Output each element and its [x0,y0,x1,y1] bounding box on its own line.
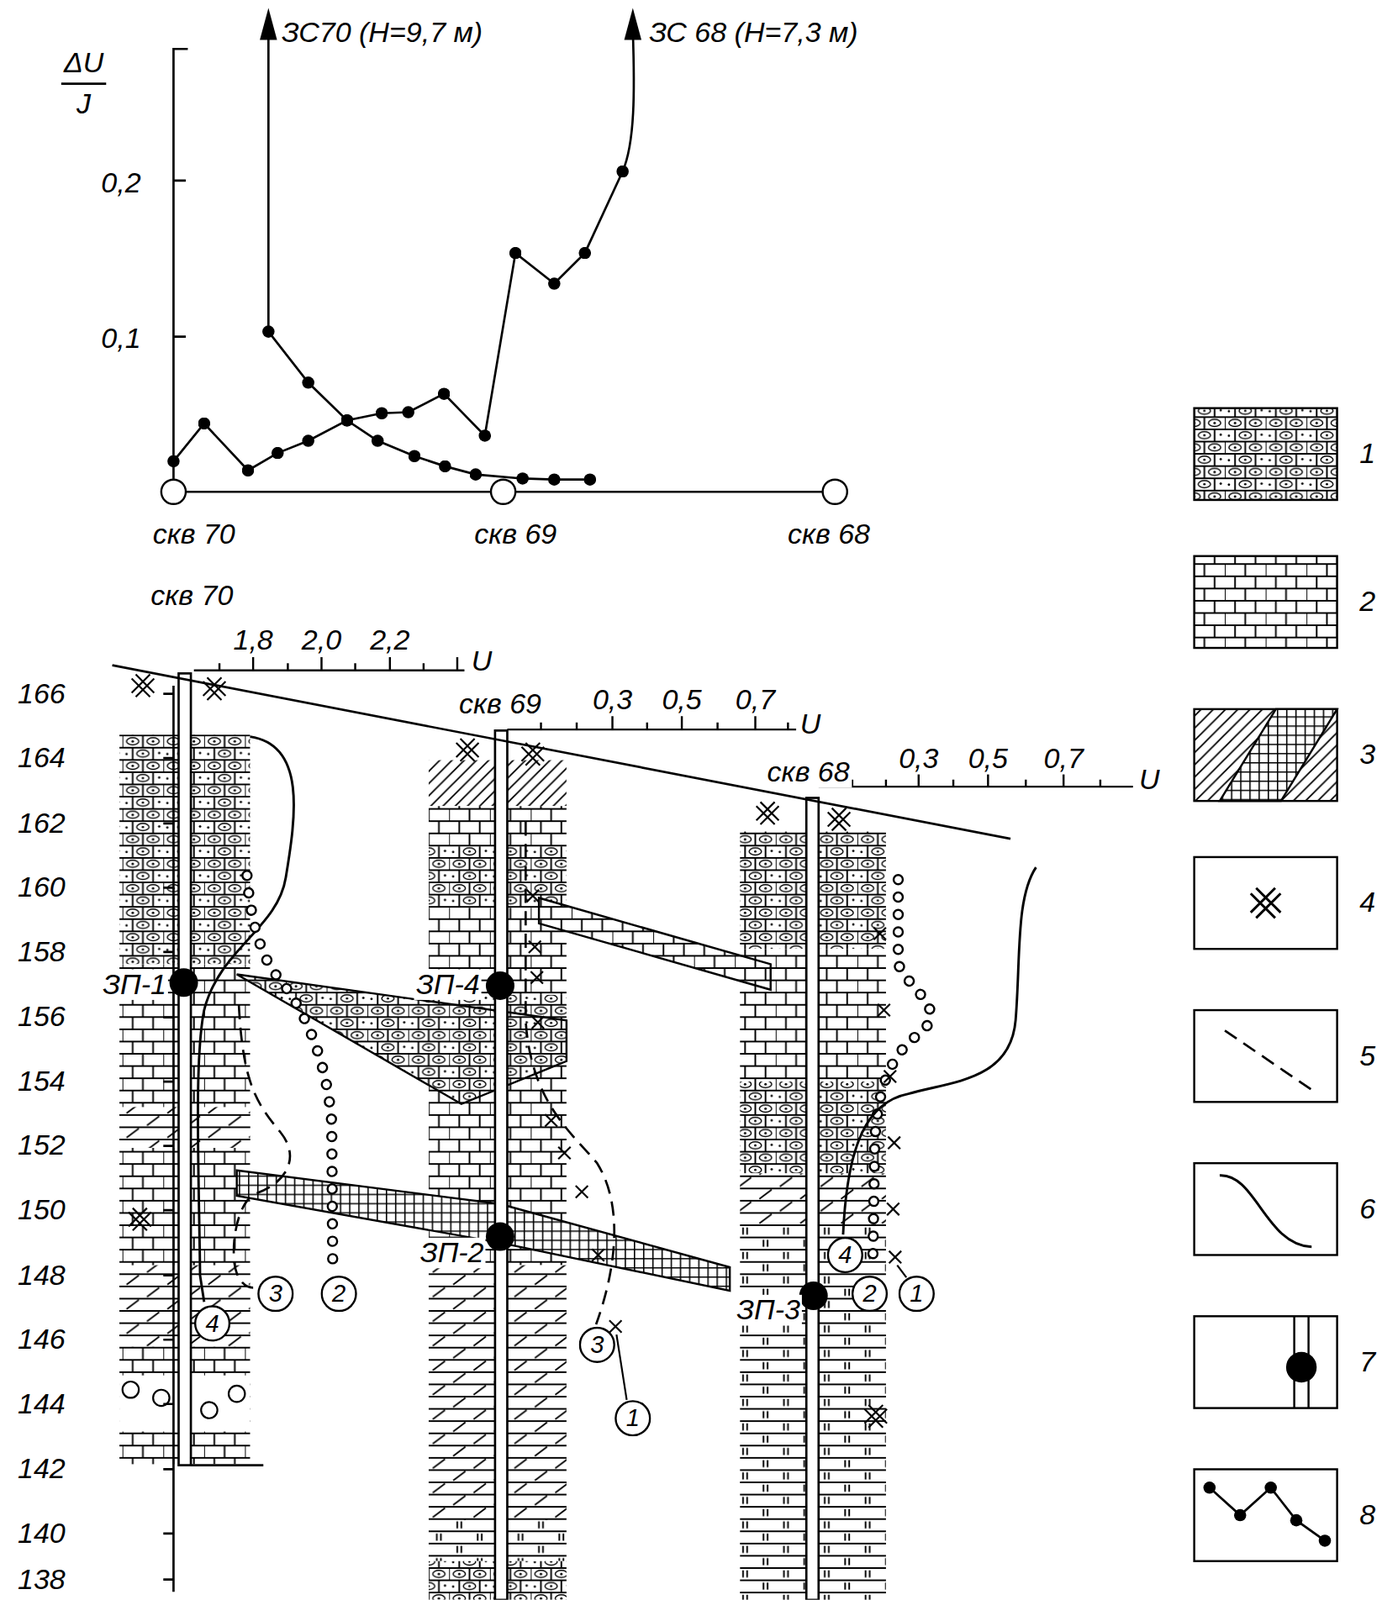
well-label: скв 70 [148,580,236,612]
legend-number: 5 [1357,1040,1378,1071]
tick-label: 0,2 [99,168,143,199]
scale-label: 1,8 [231,625,275,656]
legend-number: 1 [1357,438,1378,470]
callout-number: 2 [320,1276,358,1314]
scale-label: 0,5 [965,743,1010,775]
scale-label: 0,7 [733,685,777,716]
callout-number: 1 [614,1400,652,1438]
scale-label: 0,3 [896,743,941,775]
curve-label: ЗС 68 (Н=7,3 м) [647,17,860,48]
callout-circle: 3 [257,1276,295,1314]
callout-circle: 1 [614,1400,652,1438]
callout-number: 3 [257,1276,295,1314]
depth-label: 142 [15,1454,69,1485]
axis-label: ΔU [61,47,106,79]
legend-number: 8 [1357,1500,1378,1531]
callout-circle: 4 [827,1237,865,1275]
depth-label: 148 [15,1260,69,1292]
legend-number: 4 [1357,887,1378,918]
depth-label: 156 [15,1002,69,1033]
depth-label: 162 [15,808,69,839]
well-label: скв 70 [150,519,238,550]
tick-label: 0,1 [99,323,143,354]
callout-circle: 2 [320,1276,358,1314]
callout-number: 3 [578,1326,616,1364]
well-label: скв 68 [785,519,872,550]
callout-circle: 2 [851,1276,889,1314]
scale-label: U [1136,764,1161,795]
depth-label: 146 [15,1324,69,1356]
callout-circle: 4 [194,1305,232,1343]
well-label: скв 69 [472,519,560,550]
callout-number: 4 [827,1237,865,1275]
point-label: ЗП-3 [734,1295,803,1326]
point-label: ЗП-2 [417,1238,486,1269]
callout-number: 4 [194,1305,232,1343]
depth-label: 152 [15,1130,69,1161]
scale-label: 0,3 [590,685,634,716]
depth-label: 166 [15,678,69,709]
axis-label: J [74,89,94,120]
legend-number: 3 [1357,739,1378,771]
depth-label: 144 [15,1389,69,1420]
well-label: скв 69 [456,689,544,720]
depth-label: 164 [15,743,69,774]
callout-number: 1 [897,1276,935,1314]
scale-label: 0,5 [659,685,704,716]
well-label: скв 68 [764,757,852,788]
scale-label: 2,2 [368,625,412,656]
callout-number: 2 [851,1276,889,1314]
legend-number: 7 [1357,1347,1378,1378]
scale-label: 2,0 [299,625,343,656]
depth-label: 160 [15,872,69,903]
depth-label: 158 [15,937,69,968]
legend-number: 6 [1357,1194,1378,1225]
depth-label: 154 [15,1066,69,1098]
scale-label: U [469,646,494,677]
depth-label: 140 [15,1519,69,1550]
point-label: ЗП-4 [414,969,483,1000]
point-label: ЗП-1 [100,969,169,1000]
depth-label: 150 [15,1195,69,1226]
scale-label: U [797,709,823,740]
callout-circle: 1 [897,1276,935,1314]
depth-label: 138 [15,1564,69,1595]
legend-number: 2 [1357,586,1378,618]
curve-label: ЗС70 (Н=9,7 м) [279,17,486,48]
scale-label: 0,7 [1041,743,1086,775]
callout-circle: 3 [578,1326,616,1364]
